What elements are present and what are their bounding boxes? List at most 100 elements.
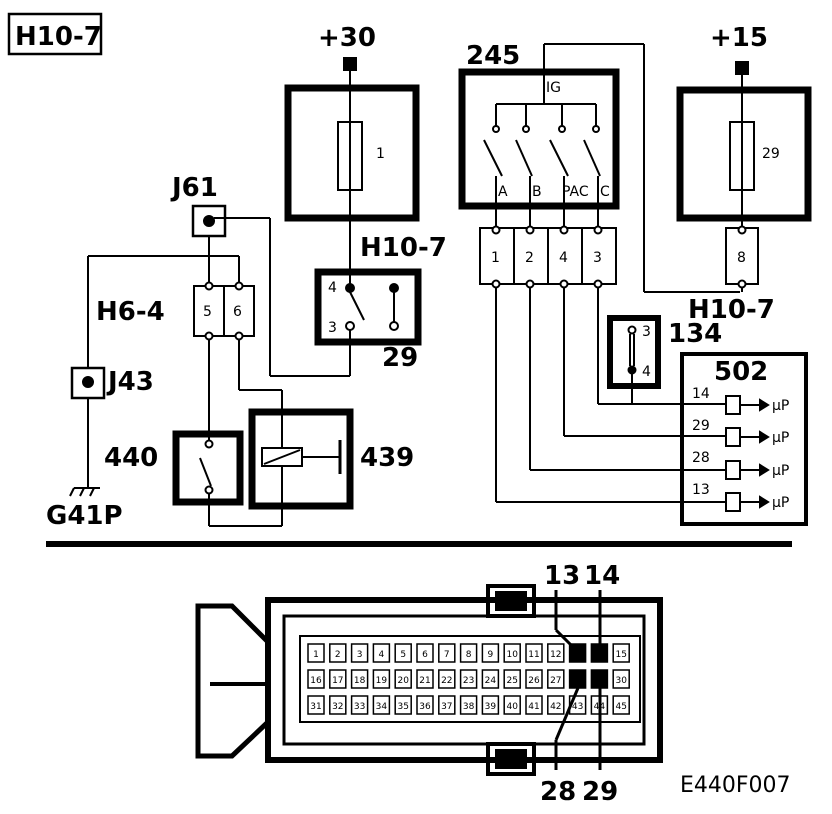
ecu-pin-11: 11 xyxy=(525,643,543,663)
ecu-pin-33: 33 xyxy=(350,695,369,715)
ecu-pin-number: 16 xyxy=(310,676,322,686)
ecu-pin-38: 38 xyxy=(459,695,478,715)
ecu-pin-16: 16 xyxy=(307,669,325,689)
ecu-pin-number: 5 xyxy=(400,650,406,660)
ecu-pin-number: 15 xyxy=(615,650,626,660)
ignition-switch-245: 245 IG A B PAC C xyxy=(458,41,740,293)
solenoid-439-label: 439 xyxy=(360,443,414,473)
diode-pin-top: 3 xyxy=(642,324,651,340)
module-input-pin-2: 29 xyxy=(692,418,710,434)
ignition-contact-b: B xyxy=(532,184,542,200)
ecu-pin-number: 27 xyxy=(550,676,561,686)
fuse-1-number: 1 xyxy=(376,146,385,162)
ecu-pin-23: 23 xyxy=(459,669,478,689)
ecu-pin-number: 19 xyxy=(376,676,388,686)
ecu-pin-26: 26 xyxy=(525,669,543,689)
h6-4-pin-6: 6 xyxy=(233,304,242,320)
ecu-pin-number: 31 xyxy=(310,702,321,712)
figure-reference: E440F007 xyxy=(680,773,791,798)
ecu-pin-27: 27 xyxy=(547,669,565,689)
module-input-tag-1: µP xyxy=(772,398,789,414)
ecu-pin-number: 11 xyxy=(528,650,539,660)
junction-j61: J61 xyxy=(170,173,276,377)
ecu-pin-28 xyxy=(568,669,587,689)
ecu-pin-9: 9 xyxy=(481,643,500,663)
module-input-1: 14 µP xyxy=(692,386,789,415)
ecu-pin-number: 1 xyxy=(313,650,319,660)
switch-440: 440 xyxy=(104,430,282,527)
ecu-pin-number: 8 xyxy=(466,650,472,660)
ecu-pin-number: 36 xyxy=(419,702,431,712)
ignition-ig-label: IG xyxy=(546,80,561,96)
ecu-pin-35: 35 xyxy=(394,695,412,715)
battery-supply: +30 xyxy=(318,23,376,120)
ecu-pin-29 xyxy=(590,669,609,689)
connector-h10-7: H10-7 1 2 4 3 xyxy=(360,225,726,503)
solenoid-439: 439 xyxy=(248,408,414,526)
ecu-pin-number: 40 xyxy=(506,702,518,712)
ecu-pin-24: 24 xyxy=(481,669,500,689)
ecu-pin-number: 21 xyxy=(419,676,430,686)
ecu-pin-30: 30 xyxy=(612,669,630,689)
module-input-pin-3: 28 xyxy=(692,450,710,466)
ecu-pin-10: 10 xyxy=(503,643,521,663)
h10-7-pin-2: 2 xyxy=(525,250,534,266)
module-input-4: 13 µP xyxy=(692,482,789,512)
switch-440-label: 440 xyxy=(104,443,158,473)
ecu-pin-36: 36 xyxy=(416,695,434,715)
diode-pin-bottom: 4 xyxy=(642,364,651,380)
ecu-pin-number: 20 xyxy=(397,676,409,686)
ecu-pin-number: 33 xyxy=(354,702,365,712)
ecu-pin-number: 10 xyxy=(506,650,518,660)
module-input-tag-4: µP xyxy=(772,495,789,511)
ecu-pin-15: 15 xyxy=(612,643,630,663)
ignition-contacts xyxy=(483,104,601,177)
fuse-29-number: 29 xyxy=(762,146,780,162)
ecu-pin-3: 3 xyxy=(350,643,369,663)
h10-7-pin-3: 3 xyxy=(593,250,602,266)
ecu-pin-number: 2 xyxy=(335,650,341,660)
module-input-tag-2: µP xyxy=(772,430,789,446)
h10-7-right-label: H10-7 xyxy=(688,295,775,325)
h6-4-label: H6-4 xyxy=(96,297,165,327)
ecu-pin-number: 7 xyxy=(444,650,450,660)
module-input-3: 28 µP xyxy=(692,450,789,480)
ignition-supply: +15 xyxy=(710,23,768,120)
module-input-2: 29 µP xyxy=(692,418,789,447)
ecu-pin-number: 24 xyxy=(485,676,497,686)
ignition-contact-a: A xyxy=(498,184,508,200)
ecu-pin-number: 37 xyxy=(441,702,452,712)
ecu-pin-number: 3 xyxy=(357,650,363,660)
ecu-pin-34: 34 xyxy=(372,695,391,715)
h10-7-pin-4: 4 xyxy=(559,250,568,266)
ecu-pin-20: 20 xyxy=(394,669,412,689)
ecu-pin-number: 41 xyxy=(528,702,539,712)
page-id-text: H10-7 xyxy=(15,22,102,52)
ecu-pin-41: 41 xyxy=(525,695,543,715)
ignition-switch-label: 245 xyxy=(466,41,520,71)
module-input-pin-4: 13 xyxy=(692,482,710,498)
ecu-pin-5: 5 xyxy=(394,643,412,663)
diode-134: 3 4 134 xyxy=(607,315,726,405)
ecu-pin-21: 21 xyxy=(416,669,434,689)
ecu-pin-number: 30 xyxy=(615,676,627,686)
ecu-pin-number: 9 xyxy=(488,650,494,660)
module-502: 502 14 µP 29 µP 28 µP 13 µP xyxy=(680,352,808,526)
ecu-pin-number: 43 xyxy=(572,702,583,712)
ecu-pin-4: 4 xyxy=(372,643,391,663)
ignition-contact-c: C xyxy=(600,184,610,200)
ecu-pin-17: 17 xyxy=(329,669,347,689)
ecu-pin-32: 32 xyxy=(329,695,347,715)
ecu-pin-number: 12 xyxy=(550,650,561,660)
ecu-pin-8: 8 xyxy=(459,643,478,663)
ecu-pin-number: 23 xyxy=(463,676,474,686)
ecu-pin-42: 42 xyxy=(547,695,565,715)
ecu-callout-13: 13 xyxy=(544,561,580,591)
ecu-pin-number: 6 xyxy=(422,650,428,660)
ignition-supply-label: +15 xyxy=(710,23,768,53)
j43-label: J43 xyxy=(106,367,154,397)
ecu-pin-number: 38 xyxy=(463,702,475,712)
ecu-pin-19: 19 xyxy=(372,669,391,689)
